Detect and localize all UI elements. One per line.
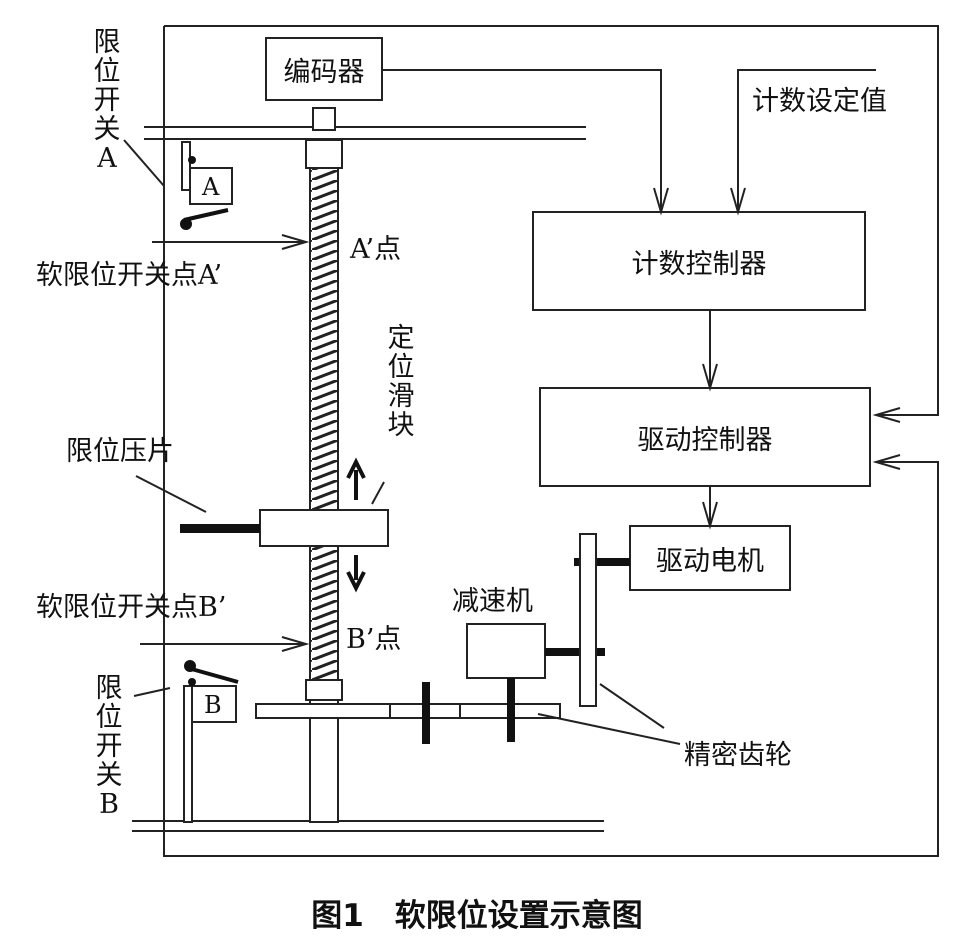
count-controller-box	[532, 211, 866, 311]
limit-switch-b-label: 限 位 开 关 B	[95, 673, 123, 820]
slider-label: 定 位 滑 块	[387, 323, 415, 441]
point-a-label: A’点	[350, 234, 402, 265]
soft-limit-a-label: 软限位开关点A’	[36, 260, 223, 291]
reducer-box	[466, 623, 546, 679]
drive-motor-label: 驱动电机	[656, 545, 764, 577]
count-controller-label: 计数控制器	[631, 248, 767, 280]
figure-caption: 图1 软限位设置示意图	[311, 898, 643, 934]
soft-limit-b-label: 软限位开关点B’	[36, 592, 227, 623]
switch-a-letter: A	[202, 173, 220, 201]
arrowhead-setpoint	[730, 187, 746, 216]
arrowhead-soft-b	[281, 636, 310, 652]
drive-controller-box	[539, 387, 871, 487]
limit-plate-label: 限位压片	[66, 436, 174, 467]
arrowhead-soft-a	[281, 234, 310, 250]
limit-switch-a-label: 限 位 开 关 A	[93, 27, 121, 174]
feedback-loop-bottom	[163, 26, 939, 857]
screw-bearing-top	[305, 139, 343, 169]
arrowhead-feedback-bottom	[872, 454, 901, 470]
screw-bearing-bottom	[305, 679, 343, 701]
arrowhead-count	[702, 363, 718, 392]
setpoint-line	[737, 69, 876, 212]
arrowhead-drive	[702, 501, 718, 530]
screw-coupler-top	[312, 107, 336, 131]
feedback-loop-line	[164, 25, 939, 416]
lead-screw	[309, 167, 339, 681]
positioning-slider	[259, 509, 389, 547]
arrowhead-encoder	[653, 187, 669, 216]
encoder-label: 编码器	[283, 56, 365, 88]
precision-gear-label: 精密齿轮	[684, 740, 792, 771]
reducer-label: 减速机	[452, 586, 533, 617]
gear-bar	[255, 703, 561, 719]
arrowhead-feedback-top	[872, 407, 901, 423]
screw-lower-shaft	[309, 699, 339, 823]
switch-b-letter: B	[204, 691, 222, 719]
count-setpoint-label: 计数设定值	[752, 86, 887, 117]
point-b-label: B’点	[346, 624, 402, 655]
encoder-signal-line	[382, 69, 662, 212]
drive-controller-label: 驱动控制器	[637, 424, 773, 456]
precision-gear-disk	[579, 533, 597, 707]
